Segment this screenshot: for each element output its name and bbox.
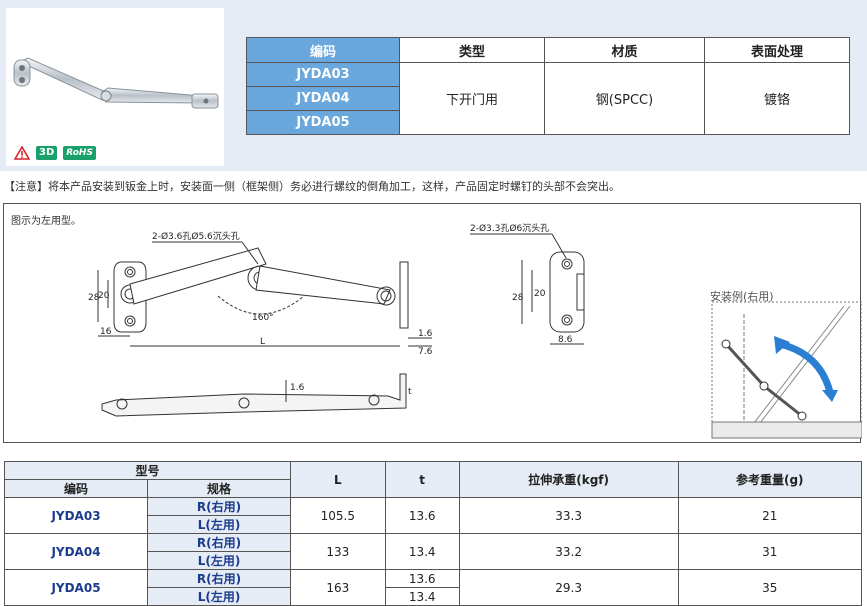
value-L: 105.5: [290, 497, 386, 534]
value-tensile: 33.2: [458, 533, 679, 570]
header-L: L: [290, 461, 386, 498]
spec-header-material: 材质: [544, 37, 705, 63]
value-tensile: 29.3: [458, 569, 679, 606]
value-tensile: 33.3: [458, 497, 679, 534]
stay-hinge-product-icon: [13, 57, 219, 109]
dim-1-6-side: 1.6: [290, 383, 305, 393]
value-L: 133: [290, 533, 386, 570]
table-row: JYDA04 R(右用) 133 13.4 33.2 31: [4, 533, 863, 570]
header-code: 编码: [4, 479, 148, 498]
technical-drawing: 图示为左用型。: [3, 203, 862, 443]
table-row: L(左用): [5, 551, 862, 570]
drawing-canvas: 2-Ø3.6孔Ø5.6沉头孔 2-Ø3.3孔Ø6沉头孔 28 20 16 L 1…: [88, 223, 862, 439]
value-t: 13.4: [384, 533, 460, 570]
spec-surface-cell: 镀铬: [703, 62, 851, 135]
table-row: JYDA05 R(右用) 163 13.6 29.3 35: [4, 569, 863, 606]
value-weight: 35: [677, 569, 863, 606]
hole-label-left: 2-Ø3.6孔Ø5.6沉头孔: [152, 231, 240, 242]
header-weight: 参考重量(g): [677, 461, 863, 498]
model-header: 型号: [4, 461, 291, 480]
spec-material-cell: 钢(SPCC): [544, 62, 705, 135]
spec-left[interactable]: L(左用): [147, 551, 291, 570]
value-t-right: 13.6: [384, 569, 460, 588]
spec-right[interactable]: R(右用): [147, 533, 291, 552]
dim-20-left: 20: [98, 291, 110, 301]
dim-L: L: [260, 337, 265, 347]
model-code[interactable]: JYDA03: [4, 497, 148, 534]
spec-left[interactable]: L(左用): [147, 515, 291, 534]
header-spec: 规格: [147, 479, 291, 498]
dim-8-6: 8.6: [558, 335, 573, 345]
spec-right[interactable]: R(右用): [147, 497, 291, 516]
spec-left[interactable]: L(左用): [147, 587, 291, 606]
spec-header-surface: 表面处理: [703, 37, 851, 63]
dim-20-right: 20: [534, 289, 546, 299]
badge-row: 3D RoHS: [14, 146, 96, 160]
3d-badge: 3D: [36, 146, 58, 160]
header-t: t: [384, 461, 460, 498]
installation-example-label: 安装例(右用): [710, 290, 774, 303]
warning-icon: [14, 146, 30, 160]
model-code[interactable]: JYDA04: [4, 533, 148, 570]
dim-16: 16: [100, 327, 112, 337]
table-row: JYDA03 R(右用) 105.5 13.6 33.3 21: [4, 497, 863, 534]
value-weight: 31: [677, 533, 863, 570]
value-t: 13.6: [384, 497, 460, 534]
installation-note: 【注意】将本产品安装到钣金上时，安装面一侧（框架侧）务必进行螺纹的倒角加工，这样…: [4, 180, 620, 193]
model-table: 型号 L t 拉伸承重(kgf) 参考重量(g) 编码 规格 JYDA03 R(…: [4, 461, 863, 606]
value-weight: 21: [677, 497, 863, 534]
hole-label-right: 2-Ø3.3孔Ø6沉头孔: [470, 223, 549, 234]
spec-header-type: 类型: [398, 37, 546, 63]
drawing-caption: 图示为左用型。: [11, 216, 81, 227]
dim-7-6: 7.6: [418, 347, 433, 357]
dim-1-6: 1.6: [418, 329, 433, 339]
spec-type-cell: 下开门用: [398, 62, 546, 135]
dim-28-left: 28: [88, 293, 100, 303]
rotation-arrow-icon: [779, 340, 834, 393]
spec-code-cell[interactable]: JYDA04: [246, 86, 400, 111]
spec-table: 编码 类型 材质 表面处理 JYDA03 下开门用 钢(SPCC) 镀铬 JYD…: [246, 37, 851, 135]
dim-160: 160°: [252, 313, 274, 323]
header-tensile: 拉伸承重(kgf): [458, 461, 679, 498]
value-L: 163: [290, 569, 386, 606]
model-code[interactable]: JYDA05: [4, 569, 148, 606]
spec-code-cell[interactable]: JYDA05: [246, 110, 400, 135]
table-row: L(左用) 13.4: [5, 587, 862, 606]
spec-header-code: 编码: [246, 37, 400, 63]
dim-t: t: [408, 387, 412, 397]
value-t-left: 13.4: [384, 587, 460, 606]
product-photo: [6, 8, 224, 166]
dim-28-right: 28: [512, 293, 524, 303]
rohs-badge: RoHS: [63, 146, 96, 160]
spec-code-cell[interactable]: JYDA03: [246, 62, 400, 87]
spec-right[interactable]: R(右用): [147, 569, 291, 588]
table-row: L(左用): [5, 515, 862, 534]
